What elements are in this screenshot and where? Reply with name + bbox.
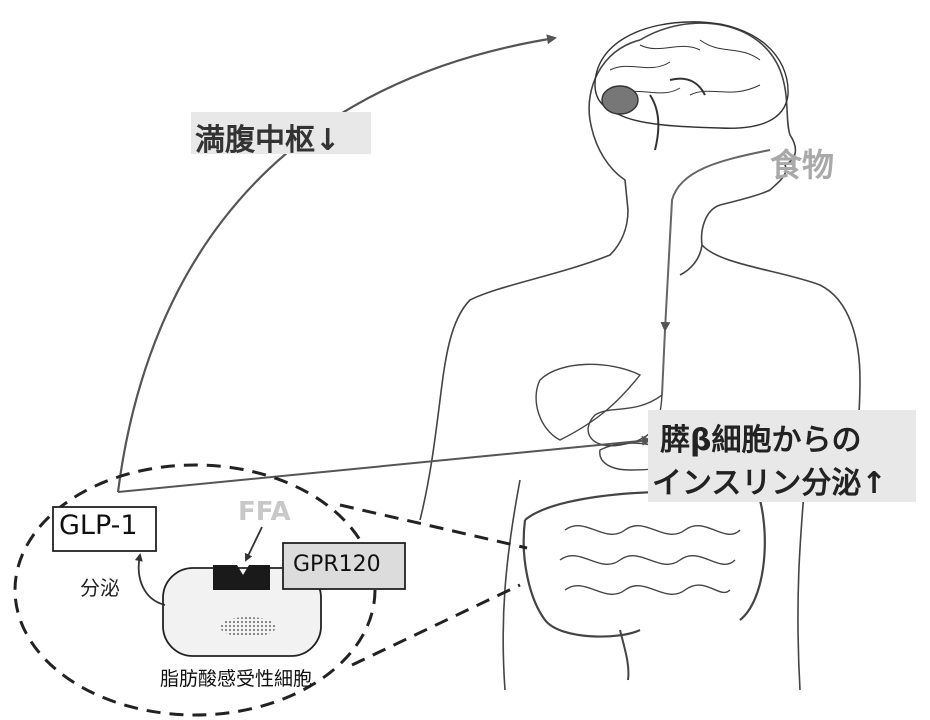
- zoom-line-lower: [352, 585, 520, 665]
- ffa-label: FFA: [238, 497, 291, 527]
- insulin-label-line1: 膵β細胞からの: [660, 415, 861, 459]
- food-label: 食物: [770, 140, 834, 186]
- neck-shoulder: [680, 245, 702, 275]
- insulin-label-line2: インスリン分泌↑: [652, 458, 887, 502]
- lower-torso-right: [798, 480, 805, 690]
- human-body-silhouette: [420, 23, 860, 690]
- zoom-line-upper: [340, 505, 527, 548]
- rectum: [620, 630, 628, 680]
- head-outline: [420, 40, 640, 520]
- satiety-center-label: 満腹中枢↓: [195, 115, 340, 159]
- glp1-to-pancreas-arrow: [118, 440, 650, 492]
- glp1-label: GLP-1: [59, 510, 138, 541]
- secretion-label: 分泌: [80, 572, 120, 601]
- secretion-arrow: [139, 555, 165, 605]
- sensing-cell-label: 脂肪酸感受性細胞: [160, 664, 312, 691]
- ffa-arrow: [246, 527, 262, 560]
- glp1-to-brain-arrow: [118, 38, 555, 492]
- lower-torso-left: [503, 480, 520, 690]
- cell-nucleus-dots: [220, 617, 276, 637]
- esophagus-lower: [662, 330, 665, 395]
- gpr120-label: GPR120: [293, 552, 381, 577]
- small-intestine: [560, 526, 740, 595]
- esophagus-line: [665, 150, 770, 330]
